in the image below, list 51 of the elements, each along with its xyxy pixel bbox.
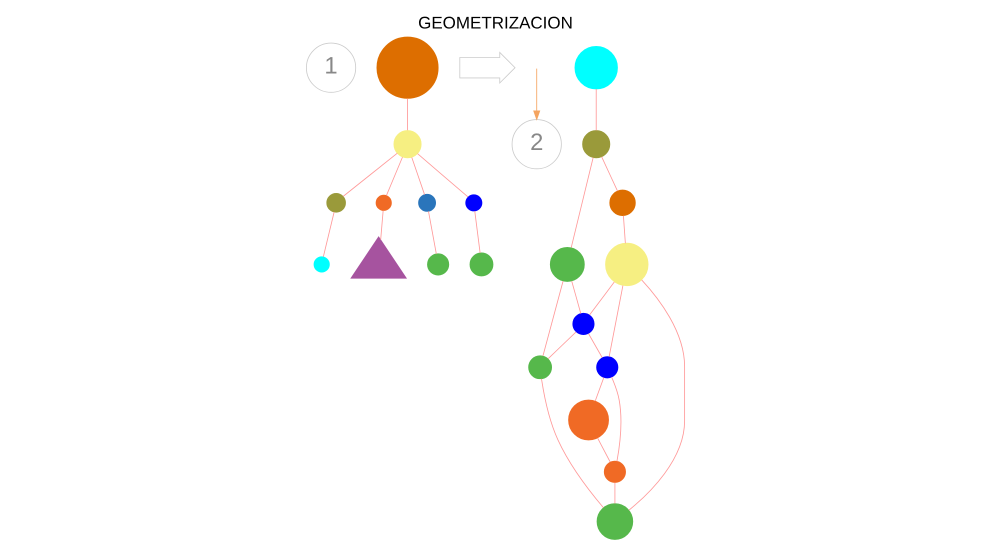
connector — [588, 333, 602, 358]
connector — [342, 152, 398, 197]
node-circle — [568, 400, 608, 440]
connector — [600, 156, 618, 192]
connector — [428, 210, 436, 254]
node-circle — [376, 36, 438, 99]
node-circle — [596, 503, 633, 540]
connector — [628, 279, 685, 511]
node-circle — [549, 247, 584, 282]
node-arrow — [458, 51, 516, 84]
connector — [540, 378, 604, 508]
node-circle — [603, 460, 626, 483]
node-circle: 2 — [511, 119, 562, 170]
node-circle — [608, 190, 636, 216]
connector — [416, 153, 468, 198]
arrow — [532, 68, 540, 121]
node-circle — [572, 312, 594, 335]
connector — [570, 157, 594, 248]
connector — [406, 98, 408, 131]
diagram-title: GEOMETRIZACION — [418, 14, 572, 33]
node-circle — [375, 194, 392, 211]
node-circle — [469, 252, 493, 276]
node-circle — [393, 130, 422, 158]
connector — [380, 210, 384, 240]
connector — [588, 282, 614, 316]
node-circle — [596, 356, 618, 378]
connector — [386, 156, 402, 196]
node-circle — [426, 253, 449, 276]
node-triangle — [350, 236, 407, 279]
connector — [595, 88, 596, 131]
connector — [570, 280, 581, 314]
node-circle — [604, 242, 648, 286]
node-circle — [574, 46, 618, 90]
connector — [596, 438, 610, 462]
connector — [614, 482, 615, 504]
node-circle — [464, 194, 482, 212]
node-circle — [326, 193, 346, 213]
node-circle — [528, 355, 552, 380]
connector — [542, 280, 563, 356]
connector — [474, 210, 480, 254]
connector — [608, 285, 623, 358]
node-circle: 1 — [305, 42, 356, 93]
connector — [622, 215, 626, 244]
connector — [594, 377, 604, 402]
node-circle — [582, 130, 610, 158]
connector — [322, 212, 334, 258]
connector — [547, 332, 576, 360]
connector — [410, 156, 424, 196]
node-circle — [313, 256, 330, 273]
connector — [610, 376, 621, 462]
node-circle — [418, 194, 436, 212]
